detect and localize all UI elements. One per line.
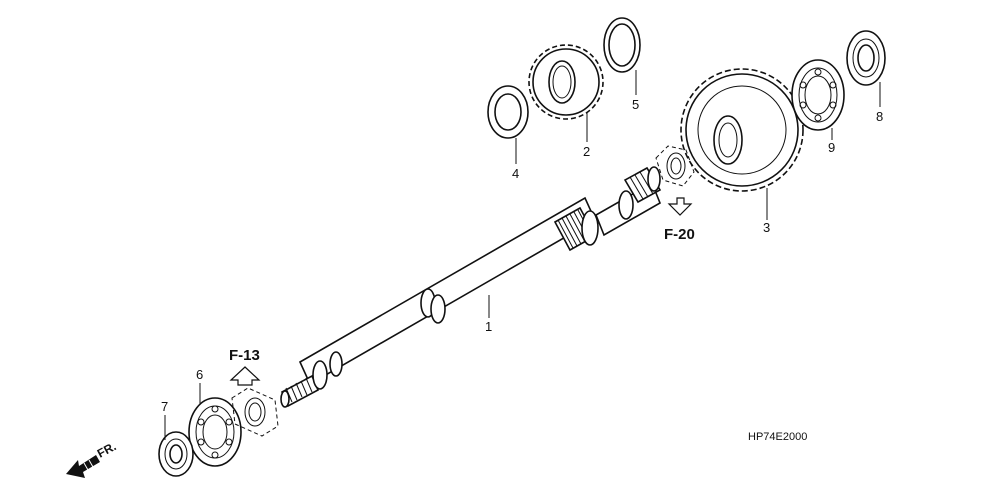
- callout-4: 4: [512, 166, 519, 181]
- arrow-up-icon: [229, 366, 261, 386]
- thin-washer-part-5[interactable]: [603, 17, 641, 73]
- callout-6: 6: [196, 367, 203, 382]
- arrow-down-icon: [667, 197, 693, 216]
- washer-part-4[interactable]: [487, 85, 529, 139]
- reference-f13[interactable]: F-13: [229, 347, 260, 364]
- callout-2: 2: [583, 144, 590, 159]
- reference-washer-f13: [231, 387, 279, 437]
- small-gear-part-2[interactable]: [528, 44, 604, 120]
- leader-lines: [164, 70, 881, 440]
- direction-label: FR.: [95, 439, 119, 460]
- bearing-part-9[interactable]: [791, 59, 845, 131]
- reference-f20[interactable]: F-20: [664, 226, 695, 243]
- callout-7: 7: [161, 399, 168, 414]
- large-gear-part-3[interactable]: [680, 68, 804, 192]
- callout-3: 3: [763, 220, 770, 235]
- diagram-code: HP74E2000: [748, 431, 807, 443]
- reference-washer-f20: [655, 145, 695, 187]
- callout-5: 5: [632, 97, 639, 112]
- callout-9: 9: [828, 140, 835, 155]
- bearing-part-6[interactable]: [188, 397, 242, 467]
- callout-1: 1: [485, 319, 492, 334]
- shaft-part-1[interactable]: [280, 166, 662, 408]
- direction-arrow-icon: [66, 455, 100, 478]
- callout-8: 8: [876, 109, 883, 124]
- front-direction-indicator: FR.: [66, 439, 118, 478]
- seal-part-7[interactable]: [158, 431, 194, 477]
- seal-part-8[interactable]: [846, 30, 886, 86]
